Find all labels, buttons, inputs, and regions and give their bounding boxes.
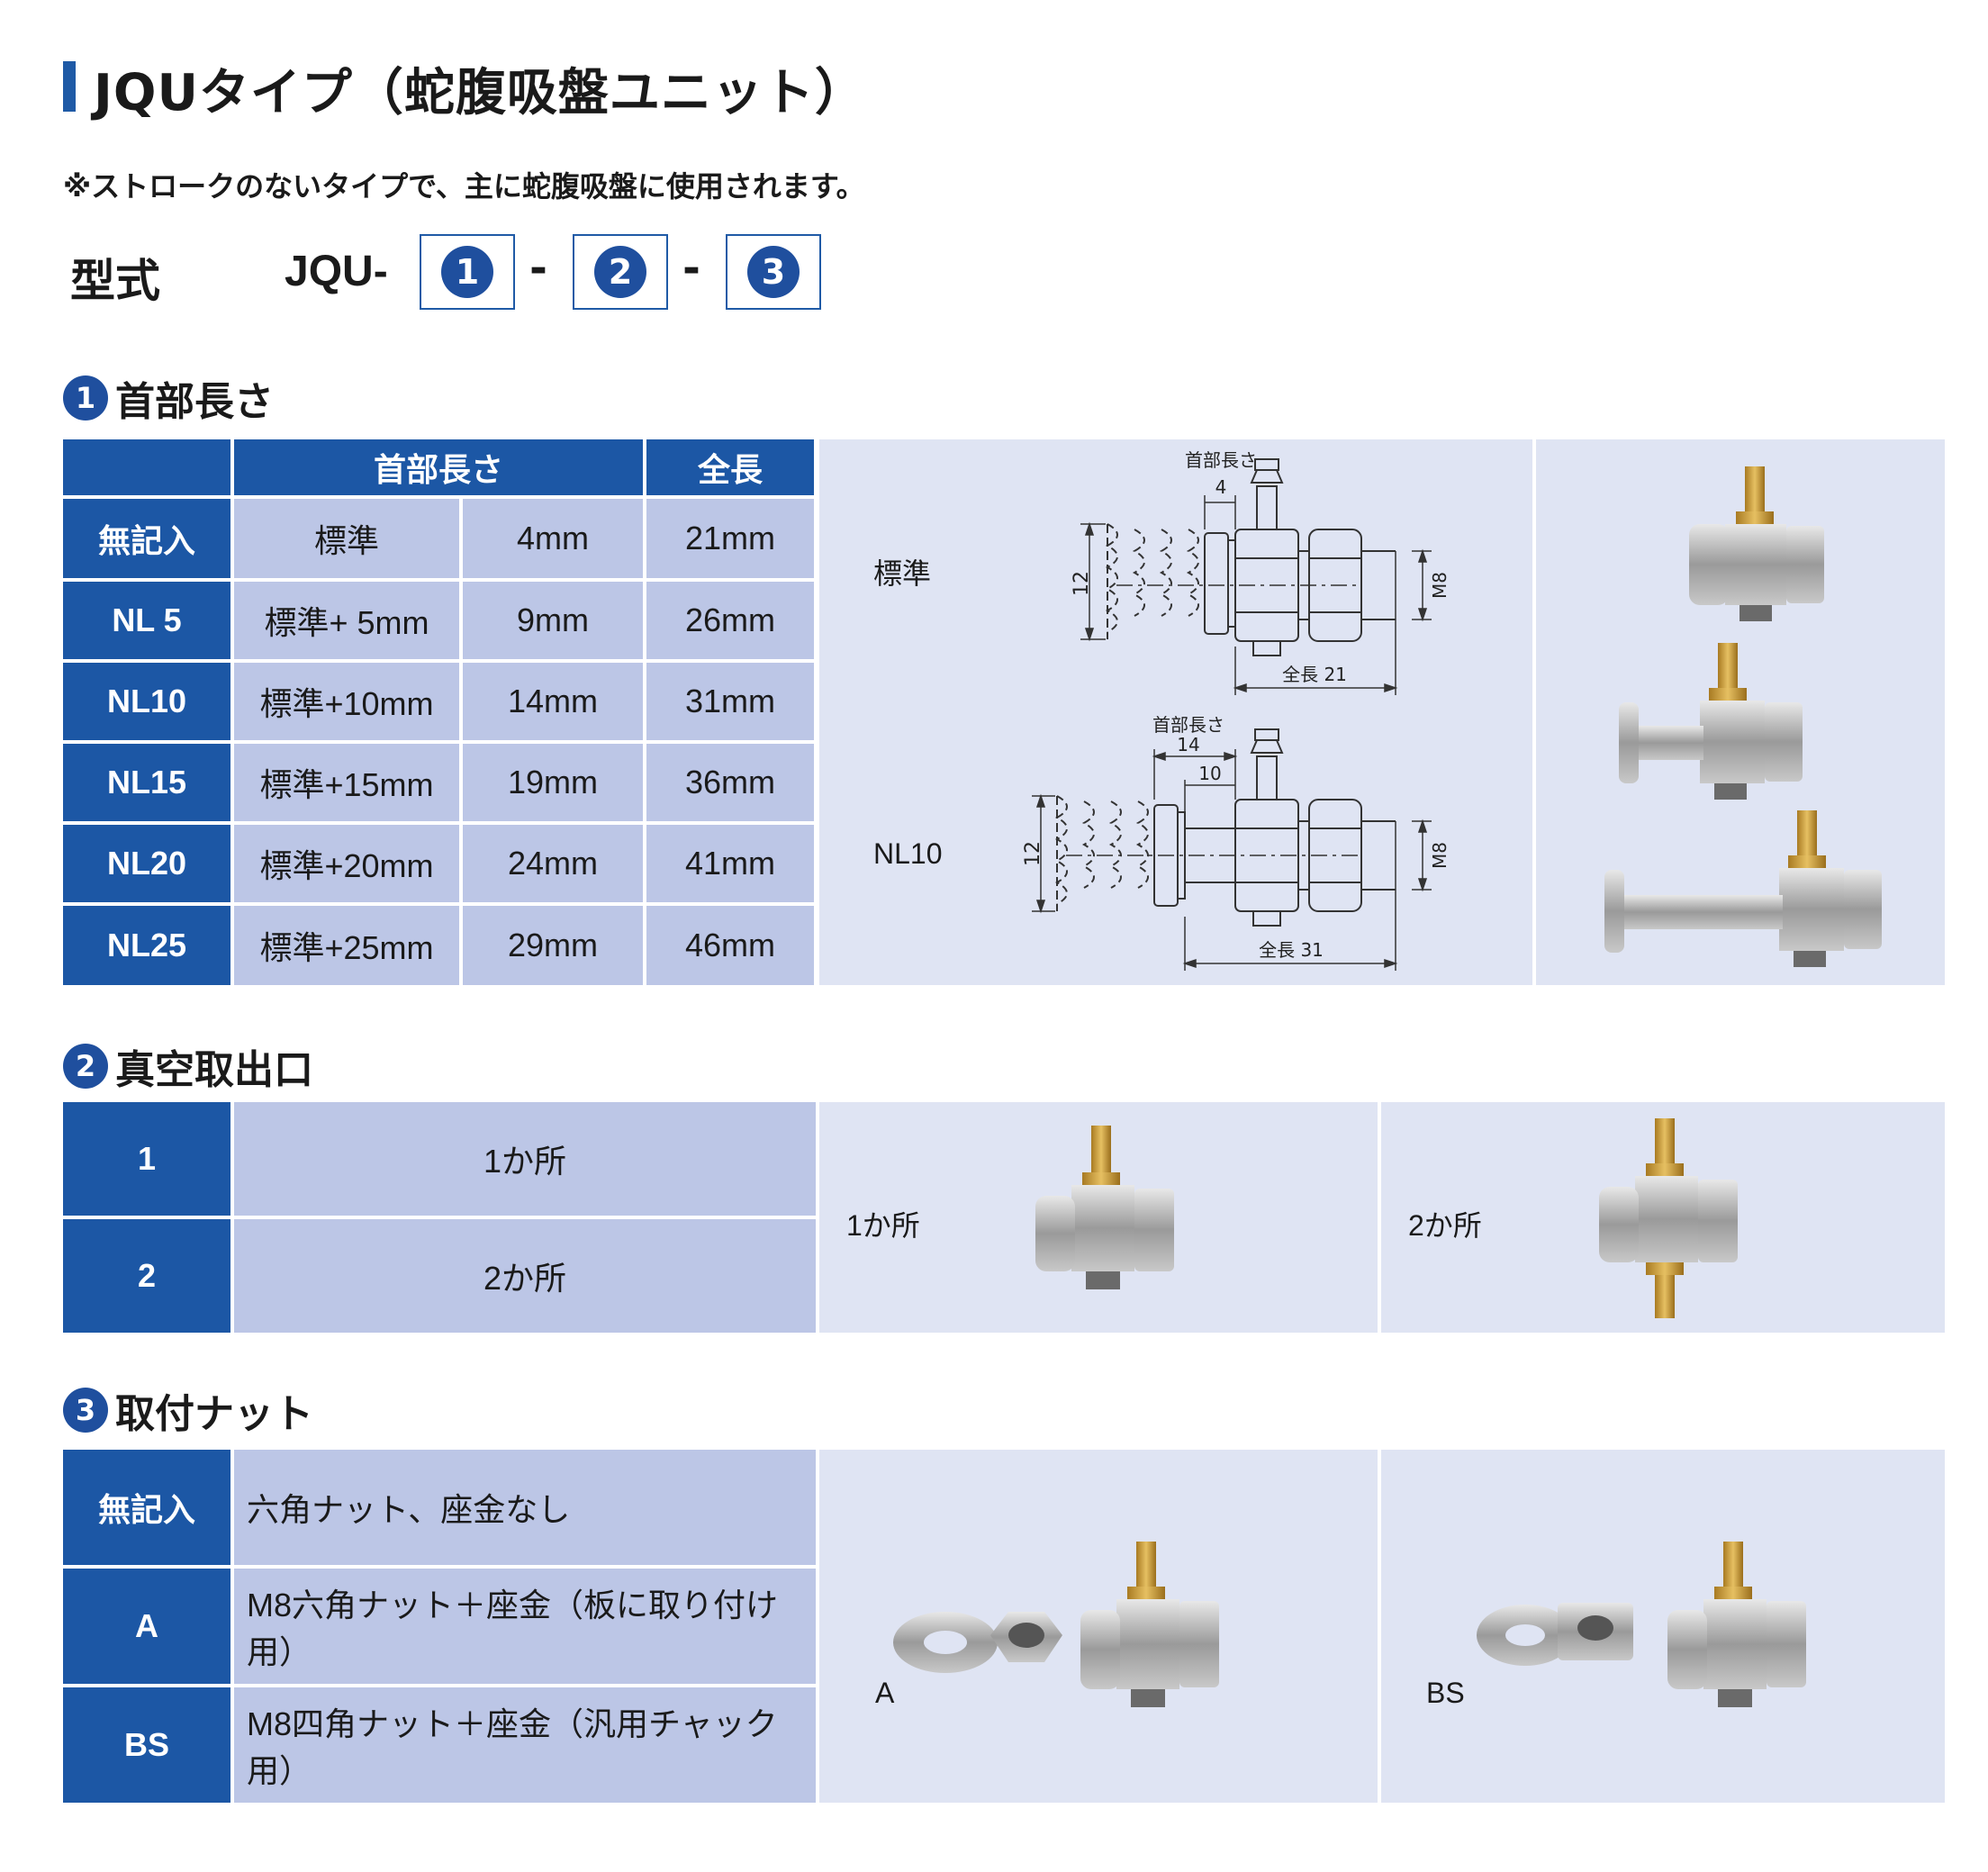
port-2-photo [1599, 1118, 1738, 1318]
section1-heading: 1 首部長さ [63, 369, 274, 427]
nut-a-photo [893, 1542, 1219, 1707]
diagram-nl-neck-caption: 首部長さ [1152, 714, 1224, 736]
s1-row-code: NL25 [63, 906, 230, 985]
port-2-label: 2か所 [1408, 1209, 1482, 1242]
s2-row-desc: 2か所 [234, 1219, 816, 1333]
diagram-nl-label: NL10 [873, 837, 943, 870]
nut-bs-panel: BS [1381, 1450, 1945, 1803]
s1-row-mm: 4mm [463, 499, 643, 578]
nut-a-panel: A [819, 1450, 1378, 1803]
s1-row-code: NL15 [63, 744, 230, 821]
s1-row-neck: 標準+25mm [234, 906, 459, 985]
s1-row-neck: 標準+ 5mm [234, 582, 459, 659]
model-slot-number: 3 [747, 246, 800, 298]
s1-header-blank [63, 439, 230, 495]
s1-row-mm: 14mm [463, 663, 643, 740]
s1-row-mm: 29mm [463, 906, 643, 985]
s1-row-total: 31mm [646, 663, 814, 740]
diagram-std-neck-value: 4 [1215, 476, 1227, 498]
diagram-nl-thread: M8 [1429, 842, 1450, 869]
s1-row-neck: 標準 [234, 499, 459, 578]
s1-row-neck: 標準+20mm [234, 825, 459, 902]
s1-row-mm: 9mm [463, 582, 643, 659]
s1-row-code: NL10 [63, 663, 230, 740]
s1-row-total: 26mm [646, 582, 814, 659]
neck-length-drawing: 首部長さ 4 12 M8 全長 21 [1022, 449, 1450, 971]
s1-row-total: 41mm [646, 825, 814, 902]
section2-heading: 2 真空取出口 [63, 1037, 313, 1095]
s3-row-desc: 六角ナット、座金なし [234, 1450, 816, 1565]
diagram-nl-height: 12 [1022, 841, 1044, 866]
s1-row-mm: 24mm [463, 825, 643, 902]
model-separator: - [529, 243, 547, 294]
unit-product-photos [1604, 466, 1882, 967]
port-1-panel: 1か所 [819, 1102, 1378, 1333]
s3-row-code: BS [63, 1687, 230, 1803]
s1-header-neck: 首部長さ [234, 439, 643, 495]
model-slot-2: 2 [573, 234, 668, 310]
nut-a-label: A [875, 1677, 895, 1709]
s2-row-code: 1 [63, 1102, 230, 1216]
s1-row-code: 無記入 [63, 499, 230, 578]
title-accent-bar [63, 61, 76, 112]
port-1-label: 1か所 [846, 1209, 920, 1242]
s1-row-code: NL 5 [63, 582, 230, 659]
s1-row-total: 36mm [646, 744, 814, 821]
section3-number: 3 [63, 1388, 108, 1433]
s3-row-desc: M8四角ナット＋座金（汎用チャック用） [234, 1687, 816, 1803]
diagram-nl-total: 全長 31 [1259, 939, 1324, 961]
s2-row-code: 2 [63, 1219, 230, 1333]
section3-heading: 3 取付ナット [63, 1381, 313, 1439]
section1-title: 首部長さ [115, 379, 274, 425]
section2-number: 2 [63, 1044, 108, 1089]
s1-row-total: 46mm [646, 906, 814, 985]
s1-row-total: 21mm [646, 499, 814, 578]
model-prefix: JQU- [285, 248, 388, 295]
page-title: JQUタイプ（蛇腹吸盤ユニット） [94, 64, 866, 122]
model-slot-3: 3 [726, 234, 821, 310]
s1-row-code: NL20 [63, 825, 230, 902]
port-2-panel: 2か所 [1381, 1102, 1945, 1333]
s3-row-desc: M8六角ナット＋座金（板に取り付け用） [234, 1569, 816, 1684]
section1-number: 1 [63, 375, 108, 421]
section3-title: 取付ナット [115, 1391, 313, 1437]
diagram-std-total: 全長 21 [1282, 664, 1347, 685]
diagram-std-neck-caption: 首部長さ [1185, 449, 1257, 471]
model-slot-number: 1 [441, 246, 493, 298]
s1-row-neck: 標準+10mm [234, 663, 459, 740]
diagram-nl-inner-value: 10 [1198, 763, 1221, 784]
s3-row-code: 無記入 [63, 1450, 230, 1565]
s3-row-code: A [63, 1569, 230, 1684]
s2-row-desc: 1か所 [234, 1102, 816, 1216]
s1-row-neck: 標準+15mm [234, 744, 459, 821]
usage-note: ※ストロークのないタイプで、主に蛇腹吸盤に使用されます。 [63, 169, 865, 203]
diagram-std-label: 標準 [873, 557, 932, 590]
section2-title: 真空取出口 [115, 1047, 313, 1093]
model-separator: - [682, 243, 700, 294]
s1-header-total: 全長 [646, 439, 814, 495]
model-slot-number: 2 [594, 246, 646, 298]
diagram-std-height: 12 [1071, 571, 1093, 596]
neck-length-photo-panel [1536, 439, 1945, 985]
nut-bs-label: BS [1426, 1677, 1465, 1709]
port-1-photo [1035, 1126, 1174, 1289]
model-label: 型式 [70, 255, 160, 307]
diagram-std-thread: M8 [1429, 572, 1450, 599]
s1-row-mm: 19mm [463, 744, 643, 821]
model-slot-1: 1 [420, 234, 515, 310]
diagram-nl-neck-value: 14 [1177, 734, 1199, 755]
neck-length-diagram-panel: 標準 NL10 [819, 439, 1532, 985]
nut-bs-photo [1477, 1542, 1806, 1707]
